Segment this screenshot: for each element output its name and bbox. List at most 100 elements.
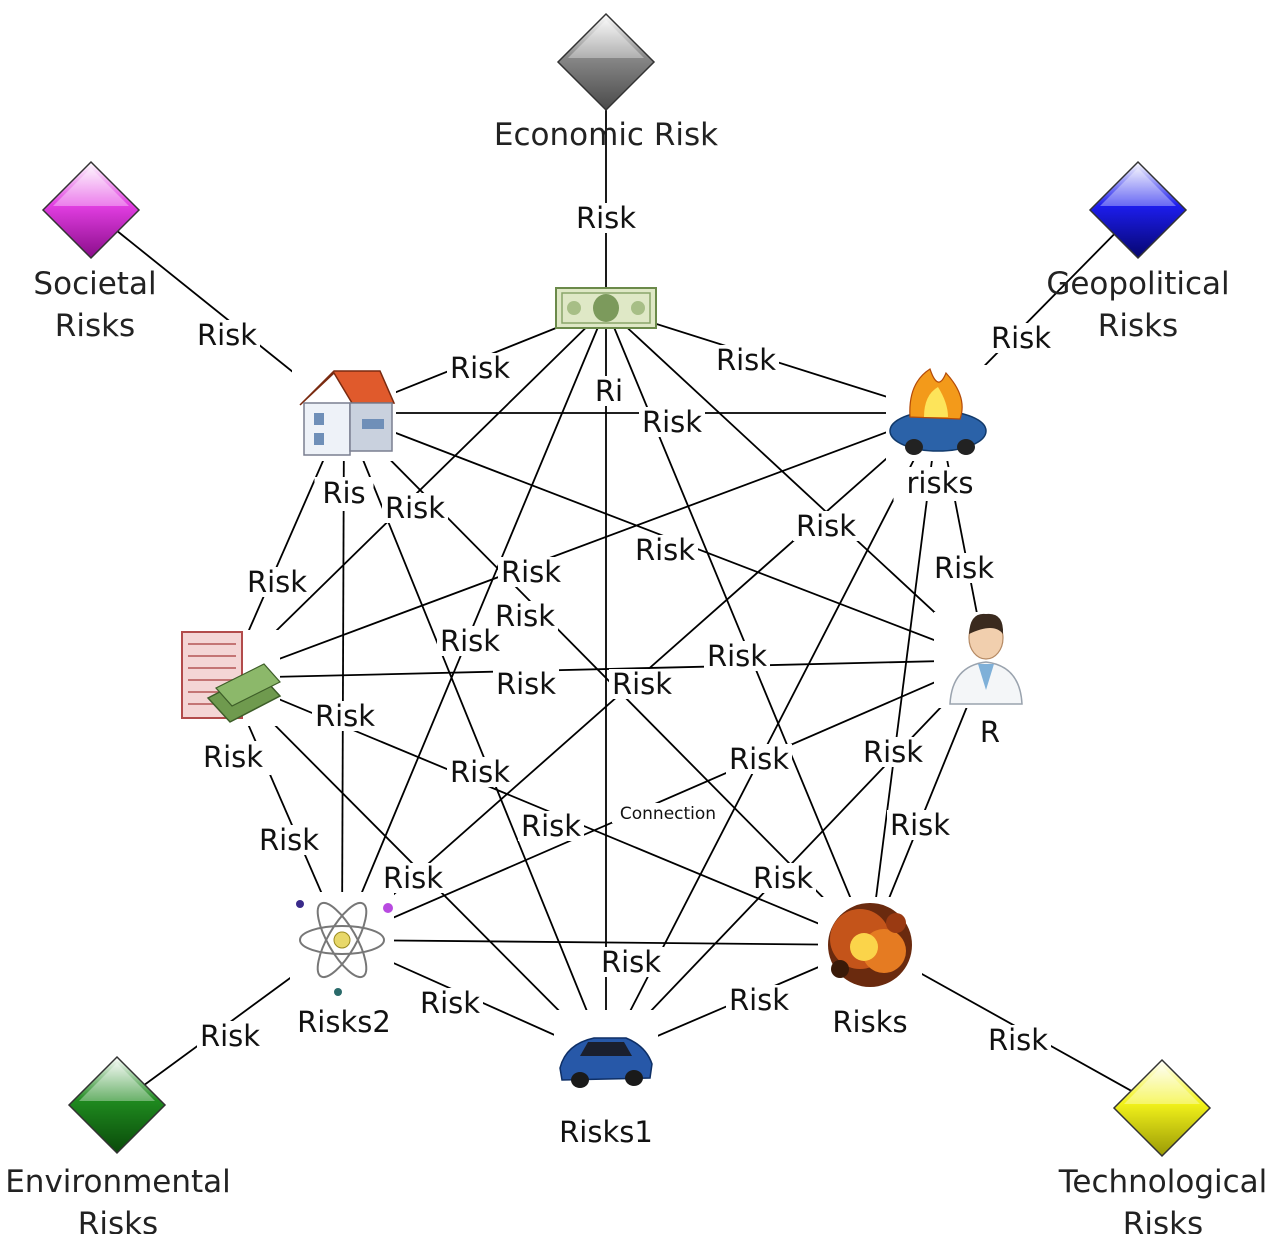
edge-label[interactable]: Risk xyxy=(890,808,950,842)
edge-label[interactable]: Risk xyxy=(988,1023,1048,1057)
diamond-icon xyxy=(1112,1058,1212,1158)
edge-label-bg xyxy=(860,737,926,767)
edge-label-bg xyxy=(518,811,584,841)
edge-money-doctor xyxy=(605,307,987,661)
dollar-bill-icon xyxy=(555,287,657,329)
node-doctor[interactable]: R xyxy=(934,612,1038,750)
category-label: Technological xyxy=(1058,1164,1268,1200)
edge-doctor-atom xyxy=(341,659,987,941)
edge-label[interactable]: Risk xyxy=(601,945,661,979)
edge-label[interactable]: Risk xyxy=(259,823,319,857)
node-label: Risk xyxy=(203,740,263,774)
node-fire-car[interactable]: risks xyxy=(886,365,990,501)
edge-label[interactable]: Risk xyxy=(440,624,500,658)
diamond-highlight xyxy=(79,1063,155,1101)
edge-label[interactable]: Risk xyxy=(991,321,1051,355)
edge-label[interactable]: Ri xyxy=(595,374,623,408)
edge-label[interactable]: Risk xyxy=(642,405,702,439)
category-economic[interactable]: Economic Risk xyxy=(494,12,718,153)
node-label: Risks2 xyxy=(297,1005,391,1039)
edge-label[interactable]: Risk xyxy=(315,699,375,733)
category-label: Environmental xyxy=(5,1164,231,1200)
diamond-highlight xyxy=(1124,1066,1200,1104)
edge-label[interactable]: Risk xyxy=(753,861,813,895)
edge-label[interactable]: Risk xyxy=(729,742,789,776)
edge-label-bg xyxy=(598,947,664,977)
edge-label[interactable]: Risk xyxy=(707,639,767,673)
node-house[interactable]: Ris xyxy=(292,365,396,511)
node-car[interactable]: Risks1 xyxy=(551,1010,661,1150)
diamond-highlight xyxy=(1100,168,1176,206)
edge-label-bg xyxy=(988,323,1054,353)
edge-label-bg xyxy=(417,988,483,1018)
edge-label[interactable]: Risk xyxy=(197,318,257,352)
category-label: Risks xyxy=(55,308,135,344)
edge-label-bg xyxy=(498,557,564,587)
edge-label-bg xyxy=(726,744,792,774)
edge-label[interactable]: Risk xyxy=(385,491,445,525)
edge-label-bg xyxy=(713,345,779,375)
node-label-bg xyxy=(823,1006,917,1040)
edge-fire-car-cash-doc xyxy=(227,412,939,679)
node-label-bg xyxy=(551,1116,661,1150)
edge-label[interactable]: Risk xyxy=(612,667,672,701)
edge-label-bg xyxy=(750,863,816,893)
edge-label-bg xyxy=(985,1025,1051,1055)
category-label: Risks xyxy=(1098,308,1178,344)
edge-label[interactable]: Risk xyxy=(495,599,555,633)
node-label-bg xyxy=(195,741,271,775)
edge-label-bg xyxy=(256,825,322,855)
edge-doctor-car xyxy=(605,659,987,1059)
edge-label[interactable]: Risk xyxy=(501,555,561,589)
explosion-icon xyxy=(828,903,912,987)
edge-label-bg xyxy=(197,1021,263,1051)
edge-label[interactable]: Risk xyxy=(450,351,510,385)
node-label-bg xyxy=(314,477,374,511)
edge-label[interactable]: Risk xyxy=(635,533,695,567)
edge-atom-explosion xyxy=(341,939,871,946)
edge-label[interactable]: Risk xyxy=(496,667,556,701)
edge-label[interactable]: Risk xyxy=(729,983,789,1017)
edge-doctor-cash-doc xyxy=(227,659,987,679)
diamond-highlight xyxy=(568,20,644,58)
edge-label[interactable]: Connection xyxy=(620,804,716,824)
edge-label[interactable]: Risk xyxy=(521,809,581,843)
blue-car-icon xyxy=(559,1037,653,1088)
edge-label[interactable]: Risk xyxy=(200,1019,260,1053)
edge-label[interactable]: Risk xyxy=(450,755,510,789)
edge-label-bg xyxy=(573,203,639,233)
edge-label-bg xyxy=(887,810,953,840)
house-icon xyxy=(299,370,396,456)
edge-label-bg xyxy=(382,493,448,523)
edge-label[interactable]: Risk xyxy=(796,509,856,543)
edge-label[interactable]: Risk xyxy=(247,565,307,599)
category-label: Risks xyxy=(78,1206,158,1234)
edge-label[interactable]: Risk xyxy=(716,343,776,377)
node-label: Risks1 xyxy=(559,1115,653,1149)
edge-label[interactable]: Risk xyxy=(383,861,443,895)
edge-label-bg xyxy=(639,407,705,437)
node-cash-doc[interactable]: Risk xyxy=(176,630,282,775)
edge-label-bg xyxy=(931,553,997,583)
edge-label[interactable]: Risk xyxy=(576,201,636,235)
node-money[interactable] xyxy=(554,260,658,356)
node-label-bg xyxy=(977,716,1003,750)
edge-fire-car-explosion xyxy=(869,412,939,946)
edge-label[interactable]: Risk xyxy=(934,551,994,585)
edge-label[interactable]: Risk xyxy=(863,735,923,769)
node-explosion[interactable]: Risks xyxy=(818,897,922,1040)
node-atom[interactable]: Risks2 xyxy=(289,892,399,1040)
node-label: risks xyxy=(907,466,974,500)
category-label: Risks xyxy=(1123,1206,1203,1234)
cash-document-icon xyxy=(181,631,282,723)
edge-label[interactable]: Risk xyxy=(420,986,480,1020)
edge-label-bg xyxy=(380,863,446,893)
edge-label-bg xyxy=(704,641,770,671)
